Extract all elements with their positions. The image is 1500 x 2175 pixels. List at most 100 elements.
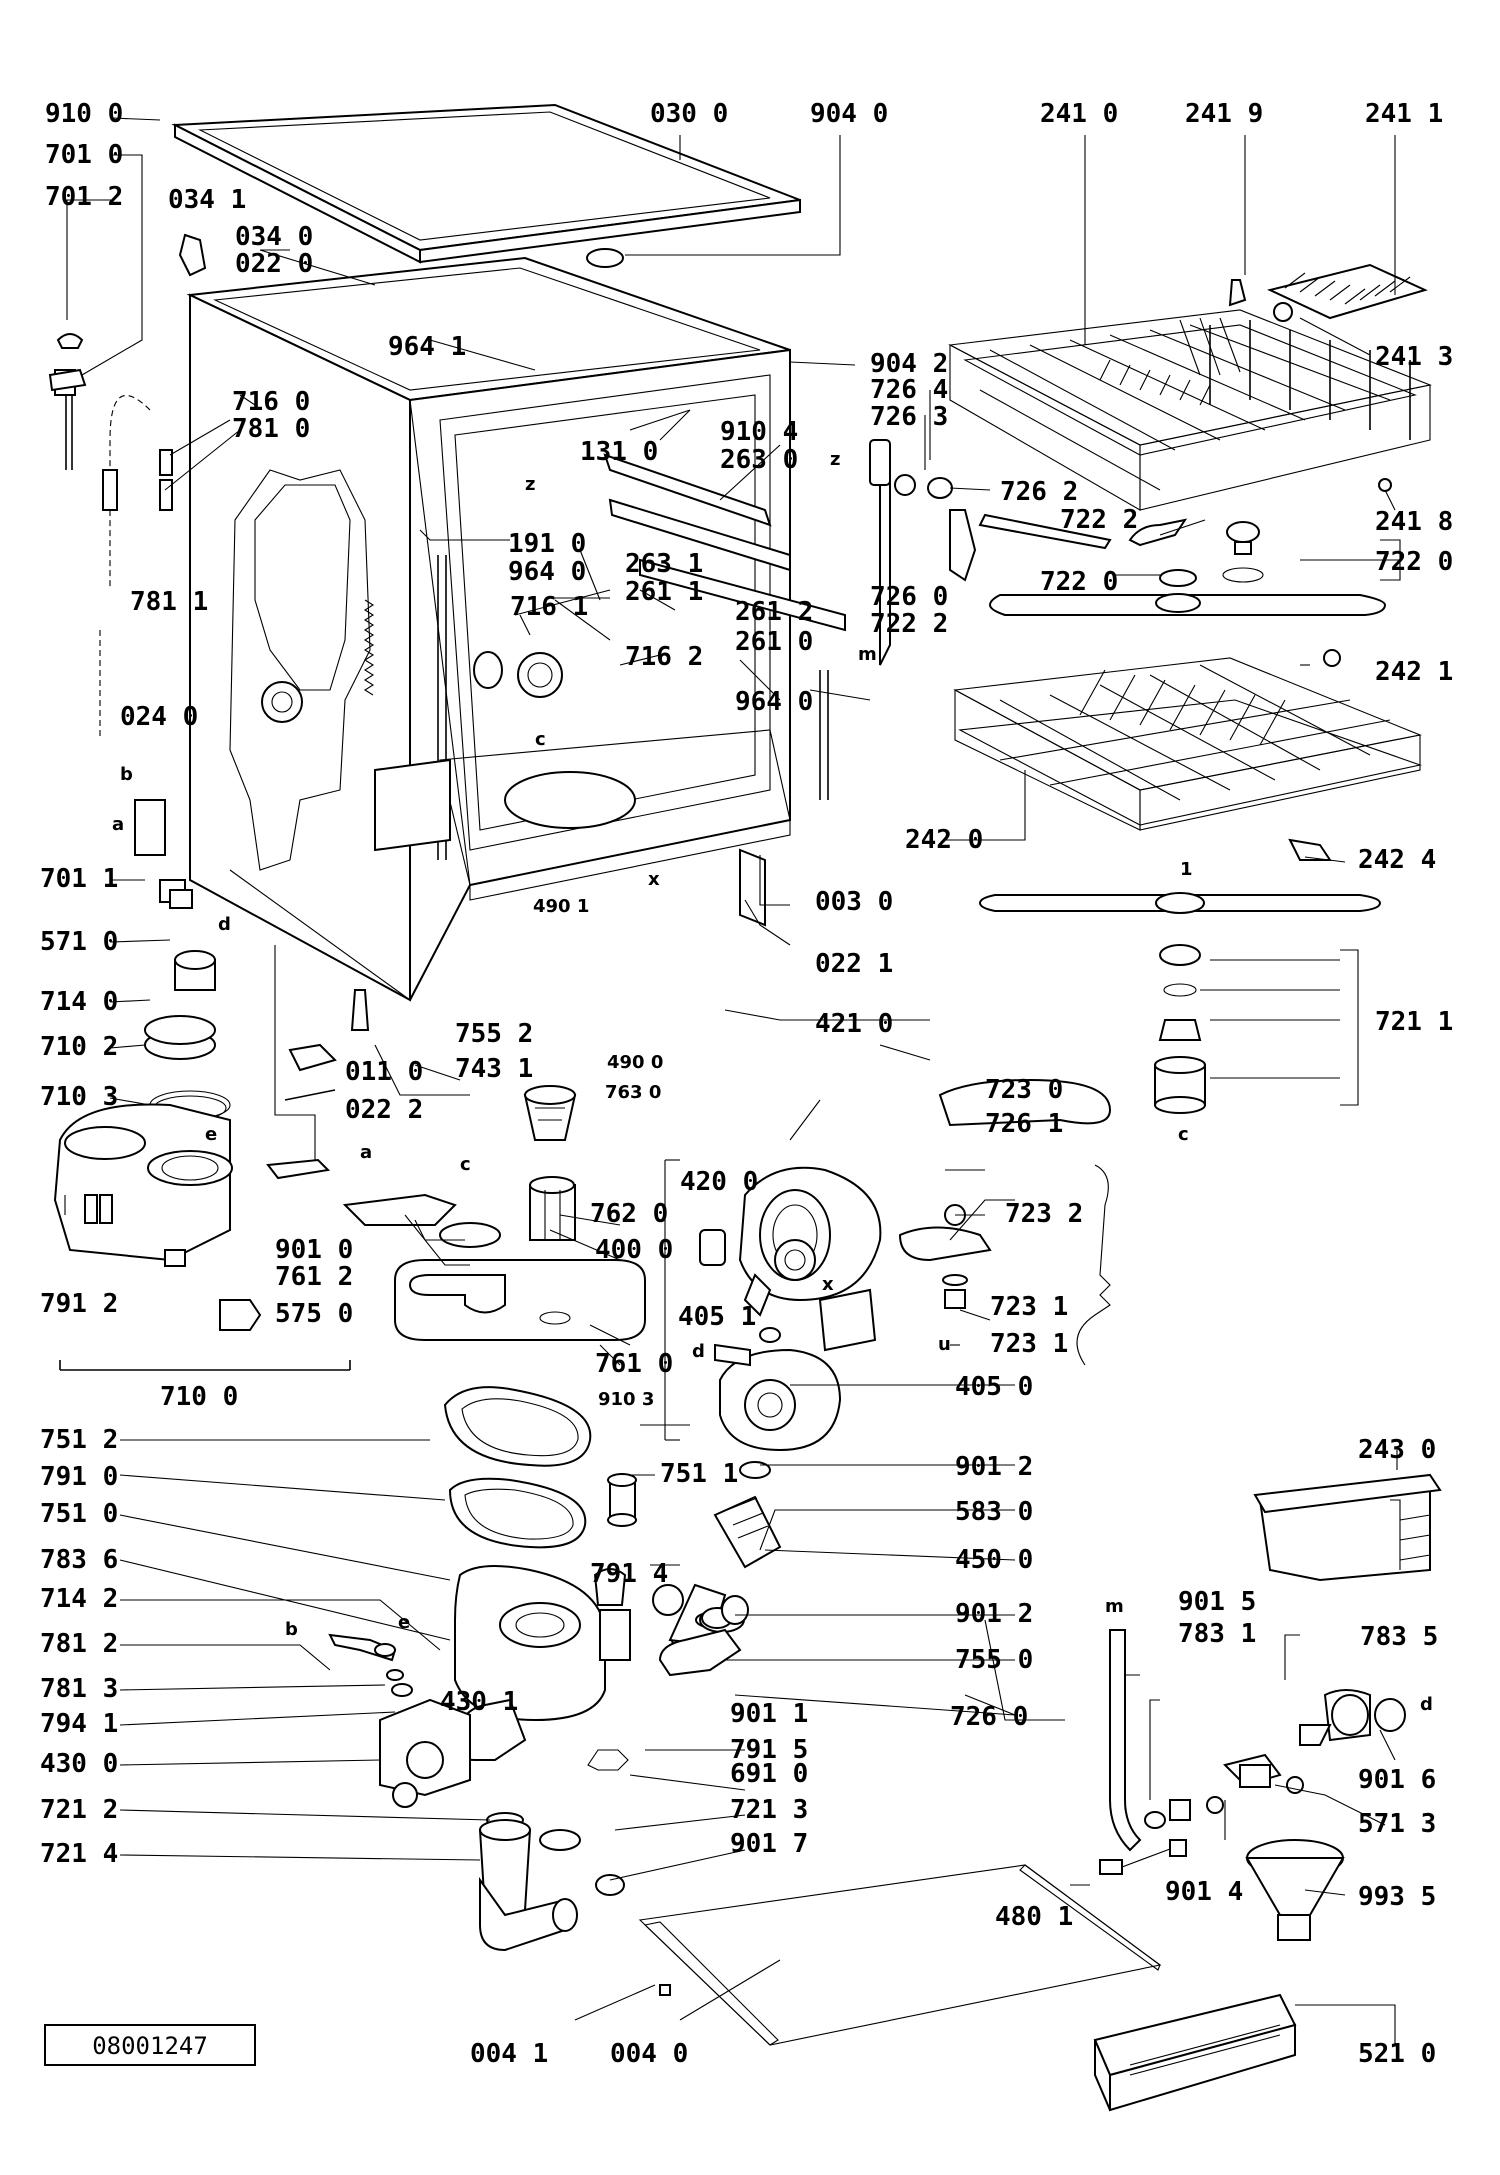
door-hinge-part [869, 439, 1112, 1366]
part-label: 743 1 [455, 1054, 533, 1084]
part-label: 691 0 [730, 1759, 808, 1789]
circulation-motor-part [652, 1159, 882, 1677]
right-lower-parts [638, 1473, 1442, 2112]
part-label: 763 0 [605, 1082, 661, 1103]
part-label: 751 2 [40, 1425, 118, 1455]
part-label: 521 0 [1358, 2039, 1436, 2069]
part-label: 901 4 [1165, 1877, 1243, 1907]
part-label: 721 4 [40, 1839, 118, 1869]
part-label: 781 2 [40, 1629, 118, 1659]
document-code-box: 08001247 [44, 2024, 256, 2066]
sump-opening [504, 771, 636, 829]
letter-mark: b [285, 1619, 298, 1640]
part-label: 242 0 [905, 825, 983, 855]
part-label: 726 2 [1000, 477, 1078, 507]
part-label: 791 2 [40, 1289, 118, 1319]
letter-mark: x [822, 1274, 834, 1295]
part-label: 716 1 [510, 592, 588, 622]
part-label: 901 5 [1178, 1587, 1256, 1617]
part-label: 751 1 [660, 1459, 738, 1489]
part-label: 450 0 [955, 1545, 1033, 1575]
lower-basket-part [953, 649, 1423, 1114]
drain-pump-part [328, 1633, 629, 1952]
part-label: 243 0 [1358, 1435, 1436, 1465]
part-label: 904 0 [810, 99, 888, 129]
letter-mark: m [858, 644, 877, 665]
letter-mark: u [938, 1334, 951, 1355]
sump-assembly-part [443, 1386, 727, 1761]
worktop-part [171, 103, 801, 268]
part-label: 721 1 [1375, 1007, 1453, 1037]
part-label: 263 0 [720, 445, 798, 475]
part-label: 701 0 [45, 140, 123, 170]
part-label: 716 0 [232, 387, 310, 417]
part-label: 964 1 [388, 332, 466, 362]
filter-part [523, 1085, 577, 1241]
part-label: 420 0 [680, 1167, 758, 1197]
leader-lines [64, 117, 1401, 2045]
part-label: 726 0 [950, 1702, 1028, 1732]
part-label: 783 6 [40, 1545, 118, 1575]
part-label: 034 1 [168, 185, 246, 215]
part-label: 993 5 [1358, 1882, 1436, 1912]
letter-mark: z [830, 449, 840, 470]
part-label: 024 0 [120, 702, 198, 732]
part-label: 263 1 [625, 549, 703, 579]
part-label: 726 4 [870, 375, 948, 405]
part-label: 571 3 [1358, 1809, 1436, 1839]
water-softener-part [53, 950, 351, 1371]
part-label: 722 2 [870, 609, 948, 639]
letter-mark: d [692, 1341, 705, 1362]
part-label: 241 8 [1375, 507, 1453, 537]
letter-marks: z z c b a d e a c u x d m m b e d c x 1 [112, 449, 1433, 1715]
plug-part [586, 248, 624, 268]
part-label: 722 0 [1040, 567, 1118, 597]
part-label: 022 1 [815, 949, 893, 979]
part-label: 901 2 [955, 1599, 1033, 1629]
part-label: 964 0 [735, 687, 813, 717]
part-label: 901 1 [730, 1699, 808, 1729]
part-label: 004 0 [610, 2039, 688, 2069]
part-label: 722 0 [1375, 547, 1453, 577]
part-label: 710 2 [40, 1032, 118, 1062]
part-label: 723 1 [990, 1329, 1068, 1359]
part-label: 701 1 [40, 864, 118, 894]
part-label: 791 5 [730, 1735, 808, 1765]
letter-mark: c [1178, 1124, 1189, 1145]
cabinet-part [186, 256, 846, 1002]
letter-mark: d [1420, 1694, 1433, 1715]
mid-left-parts [266, 945, 646, 1341]
letter-mark: d [218, 914, 231, 935]
part-label: 405 0 [955, 1372, 1033, 1402]
part-label: 241 0 [1040, 99, 1118, 129]
part-label: 034 0 [235, 222, 313, 252]
part-label: 480 1 [995, 1902, 1073, 1932]
part-label: 430 1 [440, 1687, 518, 1717]
letter-mark: z [525, 474, 535, 495]
part-label: 901 7 [730, 1829, 808, 1859]
part-label: 910 0 [45, 99, 123, 129]
part-label: 421 0 [815, 1009, 893, 1039]
part-label: 781 1 [130, 587, 208, 617]
part-label: 261 2 [735, 597, 813, 627]
part-label: 723 0 [985, 1075, 1063, 1105]
letter-mark: b [120, 764, 133, 785]
part-label: 583 0 [955, 1497, 1033, 1527]
part-label: 723 2 [1005, 1199, 1083, 1229]
part-label: 721 2 [40, 1795, 118, 1825]
part-label: 762 0 [590, 1199, 668, 1229]
part-label: 191 0 [508, 529, 586, 559]
part-label: 400 0 [595, 1235, 673, 1265]
part-label: 722 2 [1060, 505, 1138, 535]
letter-mark: x [648, 869, 660, 890]
letter-mark: e [398, 1612, 410, 1633]
part-label: 241 1 [1365, 99, 1443, 129]
part-label: 701 2 [45, 182, 123, 212]
part-label: 721 3 [730, 1795, 808, 1825]
part-label: 726 1 [985, 1109, 1063, 1139]
part-label: 261 1 [625, 577, 703, 607]
part-label: 791 0 [40, 1462, 118, 1492]
part-label: 794 1 [40, 1709, 118, 1739]
part-label: 910 3 [598, 1389, 654, 1410]
part-label: 241 9 [1185, 99, 1263, 129]
